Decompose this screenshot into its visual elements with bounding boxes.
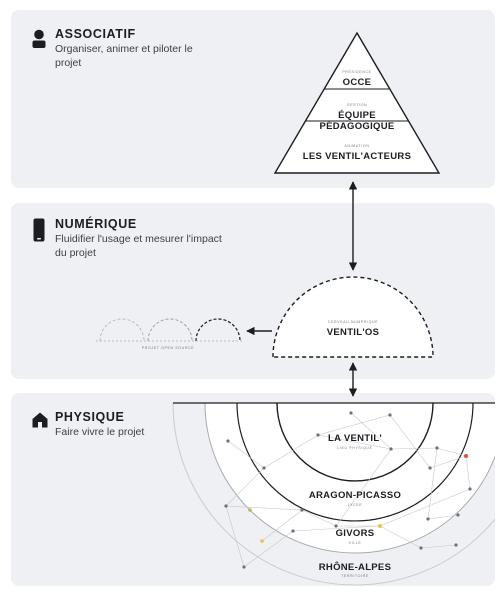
cerveau-numerique-label: CERVEAU NUMÉRIQUE (328, 319, 378, 324)
open-source-dome-1 (99, 318, 145, 342)
network-dots (224, 411, 472, 569)
numerique-title: NUMÉRIQUE (55, 217, 137, 231)
ventilos-dome (272, 276, 434, 358)
physique-description: Faire vivre le projet (55, 426, 145, 438)
open-source-dome-2 (147, 318, 193, 342)
person-icon (32, 29, 46, 48)
associatif-title: ASSOCIATIF (55, 27, 136, 41)
associatif-description: Organiser, animer et piloter le projet (55, 43, 193, 69)
rhone-alpes-label: RHÔNE-ALPES (319, 561, 391, 573)
gestion-label: GESTION (347, 103, 367, 107)
smartphone-icon (33, 218, 45, 242)
open-source-dome-3 (195, 318, 241, 342)
ventilos-label: VENTIL'OS (327, 327, 379, 338)
la-ventil-label: LA VENTIL' (328, 433, 382, 444)
givors-label: GIVORS (336, 528, 375, 539)
ville-label: VILLE (349, 541, 362, 545)
open-source-label: PROJET OPEN SOURCE (142, 346, 194, 350)
ventil-acteurs-label: LES VENTIL'ACTEURS (303, 151, 411, 162)
territoire-label: TERRITOIRE (341, 574, 369, 578)
ring-territoire (172, 402, 495, 586)
governance-triangle (273, 31, 441, 174)
animation-label: ANIMATION (344, 144, 369, 148)
lycee-label: LYCÉE (348, 502, 363, 507)
house-icon (32, 412, 48, 428)
numerique-description: Fluidifier l'usage et mesurer l'impact d… (55, 233, 222, 259)
presidence-label: PRÉSIDENCE (342, 69, 371, 74)
pedagogique-label: PÉDAGOGIQUE (319, 121, 394, 132)
lieu-physique-label: LIEU PHYSIQUE (337, 446, 372, 450)
equipe-label: ÉQUIPE (338, 110, 376, 121)
occe-label: OCCE (343, 77, 372, 88)
physique-title: PHYSIQUE (55, 410, 125, 424)
aragon-picasso-label: ARAGON-PICASSO (309, 490, 401, 501)
